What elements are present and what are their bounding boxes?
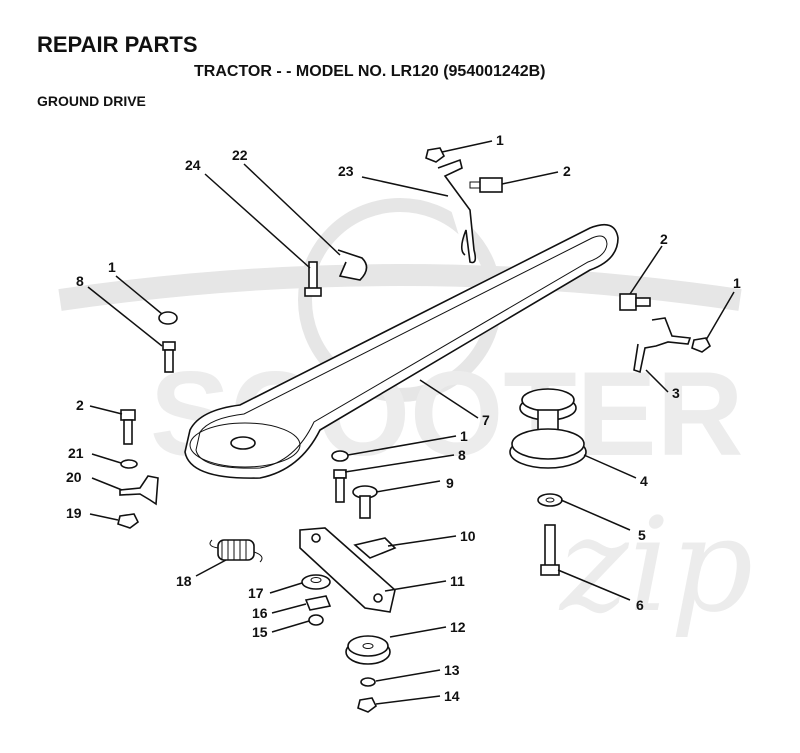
bolt-2-left: [120, 409, 136, 445]
idler-arm-11: [299, 527, 396, 613]
callout-c2b: 2: [660, 231, 668, 247]
bolt-2-right: [619, 293, 651, 311]
bolt-24: [304, 261, 322, 297]
watermark-swoosh: [58, 264, 742, 311]
callout-c13: 13: [444, 662, 460, 678]
bolt-2-top: [469, 177, 503, 193]
watermark-script-text: zip: [558, 489, 753, 641]
callout-c3: 3: [672, 385, 680, 401]
callout-c11: 11: [450, 573, 465, 589]
callout-c21: 21: [68, 445, 84, 461]
callout-c20: 20: [66, 469, 82, 485]
callout-c19: 19: [66, 505, 82, 521]
callout-c10: 10: [460, 528, 476, 544]
model-subtitle: TRACTOR - - MODEL NO. LR120 (954001242B): [194, 63, 546, 80]
pulley-4: [509, 388, 587, 469]
bolt-8-left: [162, 341, 176, 373]
callout-c1d: 1: [460, 428, 468, 444]
bracket-23: [437, 158, 477, 264]
callout-c1a: 1: [496, 132, 504, 148]
nut-1-left: [158, 311, 178, 325]
clip-16: [304, 595, 332, 611]
callout-c14: 14: [444, 688, 460, 704]
watermark: SCOOTER zip: [58, 198, 753, 641]
callout-c2c: 2: [76, 397, 84, 413]
nut-1-right: [691, 337, 712, 353]
callout-c5: 5: [638, 527, 646, 543]
washer-21: [120, 459, 138, 469]
clip-22: [337, 249, 368, 281]
spacer-17: [301, 574, 331, 590]
callout-c15: 15: [252, 624, 268, 640]
nut-15: [308, 614, 324, 626]
callout-c18: 18: [176, 573, 192, 589]
washer-13: [360, 677, 376, 687]
callout-c12: 12: [450, 619, 466, 635]
callout-c7: 7: [482, 412, 490, 428]
callout-c8a: 8: [76, 273, 84, 289]
shoulder-bolt-9: [352, 485, 378, 519]
callout-c6: 6: [636, 597, 644, 613]
callout-c4: 4: [640, 473, 648, 489]
nut-14: [357, 697, 378, 713]
drive-belt: [184, 223, 619, 479]
bracket-10: [353, 537, 397, 559]
bolt-6: [540, 524, 560, 576]
callout-c1c: 1: [108, 259, 116, 275]
callout-labels: 1 2 23 24 22 2 1 1 8 3 7 2 1 8 21 4 20 9…: [66, 132, 741, 704]
washer-5: [537, 493, 563, 507]
callout-c8b: 8: [458, 447, 466, 463]
idler-pulley-12: [345, 635, 391, 665]
callout-leaders: [87, 140, 735, 705]
nut-1-middle: [331, 450, 349, 462]
callout-c16: 16: [252, 605, 268, 621]
callout-c24: 24: [185, 157, 201, 173]
belt-pulley-loop: [189, 422, 301, 468]
callout-c1b: 1: [733, 275, 741, 291]
spring-18: [209, 539, 263, 563]
callout-c17: 17: [248, 585, 264, 601]
bracket-20: [119, 475, 159, 506]
callout-c22: 22: [232, 147, 248, 163]
page-title: REPAIR PARTS: [37, 32, 198, 57]
callout-c2a: 2: [563, 163, 571, 179]
nut-19: [117, 513, 140, 529]
callout-c23: 23: [338, 163, 354, 179]
callout-c9: 9: [446, 475, 454, 491]
nut-1-top: [425, 147, 446, 163]
bolt-8-middle: [333, 469, 347, 503]
bracket-3: [633, 317, 692, 374]
section-heading: GROUND DRIVE: [37, 93, 146, 109]
engine-pulley-hub: [230, 436, 256, 450]
